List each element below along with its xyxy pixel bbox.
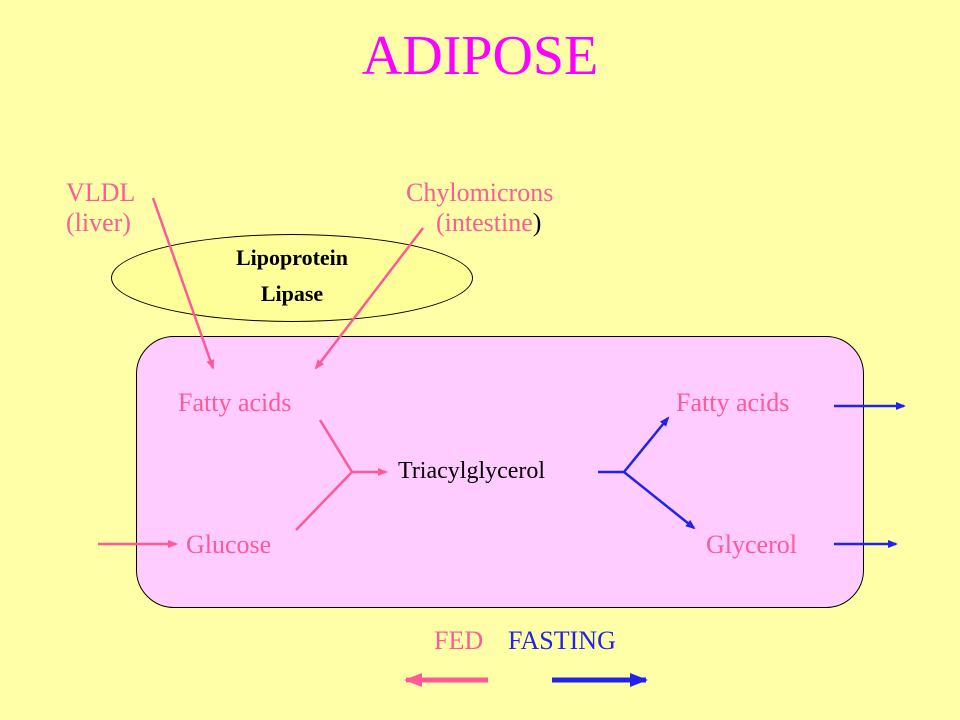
lipoprotein-lipase-label: Lipoprotein Lipase bbox=[111, 240, 473, 312]
to-fatty-acids-out-arrow bbox=[623, 416, 670, 473]
legend-fed-label: FED bbox=[434, 626, 484, 655]
vldl-label: VLDL (liver) bbox=[66, 178, 135, 238]
triacylglycerol-label: Triacylglycerol bbox=[398, 458, 546, 484]
lipase-line-1: Lipoprotein bbox=[235, 245, 349, 270]
chylomicrons-name: Chylomicrons bbox=[406, 178, 554, 207]
glucose-label: Glucose bbox=[186, 530, 272, 559]
to-glycerol-arrow bbox=[623, 471, 696, 530]
adipose-cell bbox=[136, 336, 864, 608]
chylomicrons-to-fatty-acids-arrow bbox=[314, 227, 424, 370]
vldl-to-fatty-acids-arrow bbox=[151, 197, 215, 370]
vldl-source: (liver) bbox=[66, 207, 131, 237]
vldl-name: VLDL bbox=[66, 178, 136, 207]
glucose-esterification-line bbox=[295, 471, 353, 531]
legend-fasting-label: FASTING bbox=[508, 626, 616, 655]
fatty-acids-in-label: Fatty acids bbox=[178, 388, 292, 417]
page-title: ADIPOSE bbox=[361, 25, 599, 87]
chylomicrons-source: (intestine) bbox=[436, 207, 542, 237]
fatty-acids-out-label: Fatty acids bbox=[676, 388, 790, 417]
glycerol-label: Glycerol bbox=[706, 530, 797, 559]
chylomicrons-label: Chylomicrons (intestine) bbox=[406, 178, 553, 238]
fatty-acids-esterification-line bbox=[318, 419, 354, 473]
lipase-line-2: Lipase bbox=[260, 281, 324, 306]
